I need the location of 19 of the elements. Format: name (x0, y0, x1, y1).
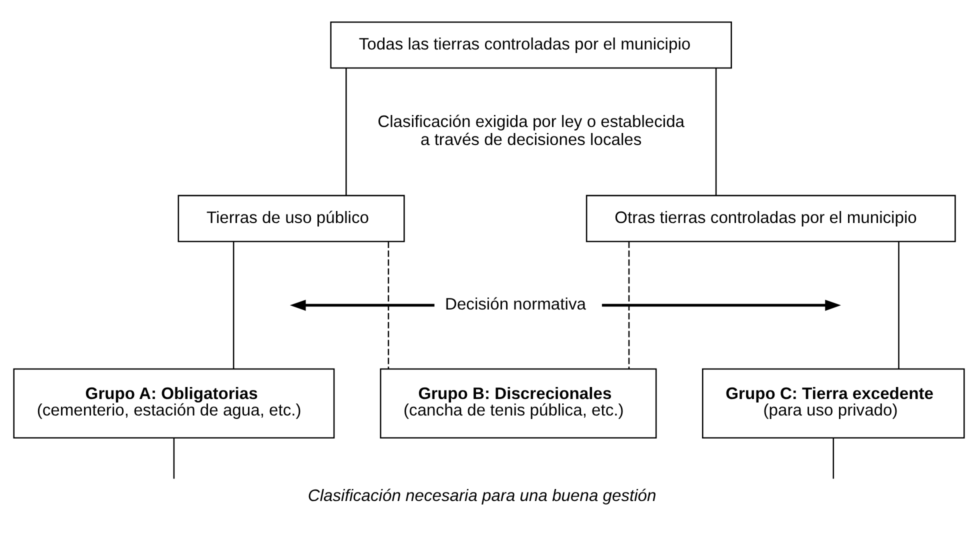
node-text: Decisión normativa (444, 294, 586, 314)
node-box: Grupo B: Discrecionales (cancha de tenis pública, etc.) (380, 368, 657, 439)
connector (173, 438, 175, 479)
connector (898, 242, 900, 369)
node-box: Grupo C: Tierra excedente (para uso privado) (702, 368, 965, 439)
connector (832, 438, 834, 479)
connector (232, 242, 234, 369)
caption: Clasificación necesaria para una buena gestión (308, 486, 656, 505)
connector (346, 68, 347, 196)
arrow (602, 300, 841, 311)
connector (628, 242, 630, 369)
node-box: Todas las tierras controladas por el municipio (330, 21, 732, 69)
label: Clasificación exigida por ley o establecida a través de decisiones locales (378, 112, 685, 150)
arrow (290, 300, 434, 311)
connector (388, 242, 390, 369)
connector (715, 68, 717, 196)
node-box: Tierras de uso público (178, 194, 405, 242)
node-box: Otras tierras controladas por el municipio (586, 194, 956, 242)
node-box: Grupo A: Obligatorias (cementerio, estación de agua, etc.) (13, 368, 335, 439)
